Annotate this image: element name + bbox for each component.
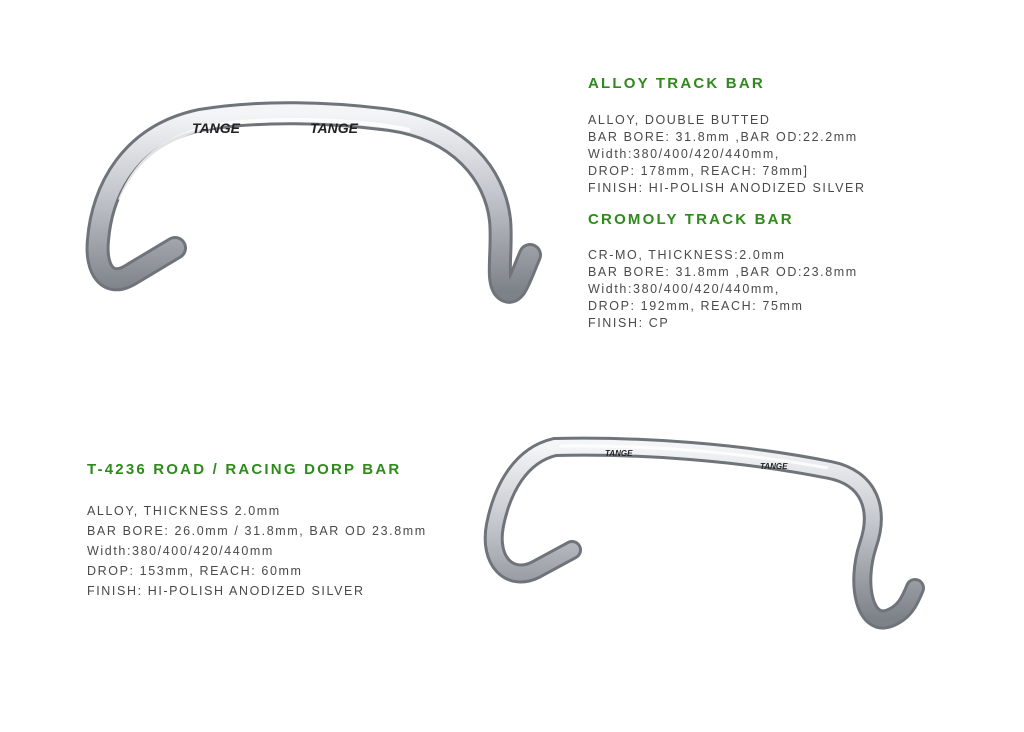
tange-logo: TANGE (310, 120, 359, 136)
spec-line: Width:380/400/420/440mm (87, 544, 274, 558)
tange-logo: TANGE (192, 120, 241, 136)
tange-logo: TANGE (760, 462, 788, 471)
spec-line: Width:380/400/420/440mm, (588, 282, 780, 296)
spec-line: DROP: 178mm, REACH: 78mm] (588, 164, 809, 178)
spec-line: ALLOY, DOUBLE BUTTED (588, 113, 771, 127)
spec-line: ALLOY, THICKNESS 2.0mm (87, 504, 281, 518)
spec-line: BAR BORE: 31.8mm ,BAR OD:22.2mm (588, 130, 858, 144)
product-specs: CR-MO, THICKNESS:2.0mm BAR BORE: 31.8mm … (588, 247, 858, 332)
road-drop-bar-image: TANGE TANGE (483, 436, 925, 630)
track-bar-image: TANGE TANGE (85, 101, 542, 304)
spec-line: DROP: 153mm, REACH: 60mm (87, 564, 303, 578)
product-title: CROMOLY TRACK BAR (588, 211, 794, 228)
spec-line: FINISH: CP (588, 316, 670, 330)
spec-line: CR-MO, THICKNESS:2.0mm (588, 248, 786, 262)
spec-line: BAR BORE: 31.8mm ,BAR OD:23.8mm (588, 265, 858, 279)
spec-line: DROP: 192mm, REACH: 75mm (588, 299, 804, 313)
product-title: T-4236 ROAD / RACING DORP BAR (87, 461, 402, 478)
product-title: ALLOY TRACK BAR (588, 75, 765, 92)
product-specs: ALLOY, THICKNESS 2.0mm BAR BORE: 26.0mm … (87, 501, 427, 601)
spec-line: FINISH: HI-POLISH ANODIZED SILVER (588, 181, 866, 195)
spec-line: BAR BORE: 26.0mm / 31.8mm, BAR OD 23.8mm (87, 524, 427, 538)
spec-line: Width:380/400/420/440mm, (588, 147, 780, 161)
product-specs: ALLOY, DOUBLE BUTTED BAR BORE: 31.8mm ,B… (588, 112, 866, 197)
tange-logo: TANGE (605, 449, 633, 458)
spec-line: FINISH: HI-POLISH ANODIZED SILVER (87, 584, 365, 598)
